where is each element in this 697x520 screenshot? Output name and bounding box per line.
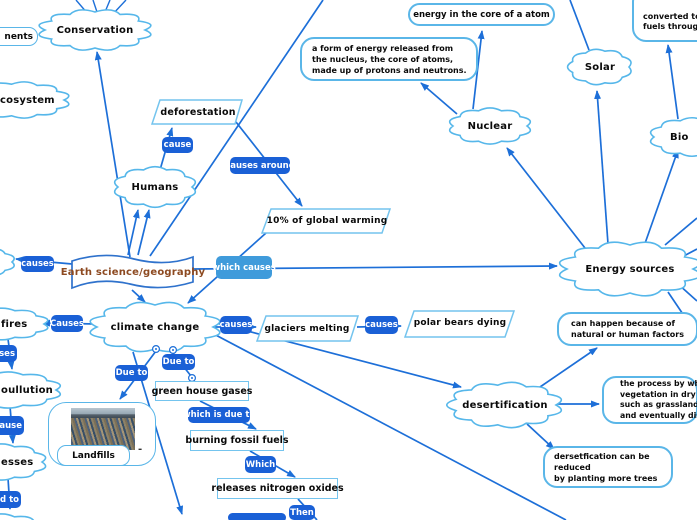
cloud-solar[interactable] xyxy=(566,48,632,86)
node-pollution[interactable]: oullution xyxy=(1,384,53,396)
edge-conservation-fan-2 xyxy=(92,0,98,13)
node-fires[interactable]: fires xyxy=(1,318,28,330)
node-shapes xyxy=(0,9,697,520)
shape-global-warming[interactable] xyxy=(260,208,392,234)
shape-polar-bears[interactable] xyxy=(403,310,516,338)
edge-label-lead-to[interactable]: ead to xyxy=(0,491,21,508)
node-releases-nitrogen-oxides[interactable]: releases nitrogen oxides xyxy=(211,478,344,499)
node-illnesses[interactable]: esses xyxy=(1,456,34,468)
node-left-fragment[interactable]: nents xyxy=(0,27,38,46)
edge-label-causes-polar[interactable]: causes xyxy=(365,316,398,334)
edge-label-causes-glaciers[interactable]: causes xyxy=(220,316,252,334)
node-green-house-gases[interactable]: green house gases xyxy=(152,381,252,401)
node-energy-sources[interactable]: Energy sources xyxy=(585,263,675,275)
cloud-ecosystem[interactable] xyxy=(0,81,70,119)
cloud-climate-change[interactable] xyxy=(89,301,221,353)
edge-label-which-is-due-to[interactable]: which is due to xyxy=(183,407,255,423)
node-desertification-process[interactable]: the process by wh vegetation in dry such… xyxy=(602,376,697,424)
edge-label-due-to-gases[interactable]: Due to xyxy=(162,354,195,370)
edge-central-climate xyxy=(131,289,146,303)
central-topic-label[interactable]: Earth science/geography xyxy=(60,266,206,278)
node-conservation[interactable]: Conservation xyxy=(56,24,134,36)
edge-label-causes-pollution[interactable]: uses xyxy=(0,345,17,362)
shape-central-topic[interactable] xyxy=(71,254,194,290)
edge-solar-offscreen xyxy=(569,0,590,51)
edge-climate-offscreen-br xyxy=(209,331,567,520)
node-climate-change[interactable]: climate change xyxy=(110,321,200,333)
edge-desert-factors xyxy=(539,347,598,388)
edge-label-bottom-fragment[interactable] xyxy=(228,513,286,520)
edge-biomass-converted xyxy=(665,44,679,120)
edge-central-humans-2 xyxy=(137,209,151,256)
edge-nuclear-definition xyxy=(420,82,458,115)
landfill-photo xyxy=(71,408,135,450)
node-atom-energy[interactable]: energy in the core of a atom xyxy=(408,3,555,26)
edge-desert-reduction xyxy=(526,423,555,450)
node-deforestation[interactable]: deforestation xyxy=(160,106,236,118)
node-converted-fuels[interactable]: converted to fuels through xyxy=(632,0,697,42)
cloud-energy-sources[interactable] xyxy=(558,241,697,297)
cloud-biomass[interactable] xyxy=(649,116,697,158)
node-humans[interactable]: Humans xyxy=(131,181,179,193)
edge-central-offscreen-top xyxy=(149,0,324,257)
edge-label-causes-fires[interactable]: Causes xyxy=(50,315,84,332)
edge-energy-nuclear xyxy=(506,147,586,249)
landfills-dash: - xyxy=(138,444,143,455)
node-solar[interactable]: Solar xyxy=(584,61,616,73)
cloud-bottom-left-fragment[interactable] xyxy=(0,513,46,520)
edge-energy-solar xyxy=(594,90,609,245)
cloud-nuclear[interactable] xyxy=(448,107,532,145)
cloud-humans[interactable] xyxy=(113,165,197,209)
node-nuclear-definition[interactable]: a form of energy released from the nucle… xyxy=(300,37,478,81)
edge-label-causes-around[interactable]: causes around xyxy=(225,157,295,174)
edge-central-conservation xyxy=(94,51,131,258)
edge-label-due-to-landfills[interactable]: Due to xyxy=(115,365,148,381)
node-polar-bears-dying[interactable]: polar bears dying xyxy=(413,318,507,328)
edge-energy-biomass xyxy=(642,149,679,250)
edge-label-causes-left[interactable]: causes xyxy=(21,256,54,272)
node-desertification[interactable]: desertification xyxy=(462,399,548,411)
node-burning-fossil-fuels[interactable]: burning fossil fuels xyxy=(185,430,289,451)
node-desertification-factors[interactable]: can happen because of natural or human f… xyxy=(557,312,697,346)
shape-glaciers-melting[interactable] xyxy=(255,315,360,342)
cloud-desertification[interactable] xyxy=(445,381,563,429)
edge-label-a-cause[interactable]: a cause xyxy=(0,416,24,435)
edge-label-then[interactable]: Then xyxy=(289,505,315,520)
cloud-conservation[interactable] xyxy=(38,9,152,51)
cloud-pollution[interactable] xyxy=(0,371,62,409)
shape-deforestation[interactable] xyxy=(150,99,243,125)
cloud-fires[interactable] xyxy=(0,307,49,341)
edge-energy-right-1 xyxy=(664,217,697,246)
node-glaciers-melting[interactable]: glaciers melting xyxy=(264,323,350,334)
node-landfills-label[interactable]: Landfills xyxy=(57,445,130,466)
node-biomass[interactable]: Bio xyxy=(670,131,689,143)
node-nuclear[interactable]: Nuclear xyxy=(467,120,513,132)
edge-label-cause[interactable]: cause xyxy=(162,137,193,153)
node-desertification-reduction[interactable]: dersetfication can be reduced by plantin… xyxy=(543,446,673,488)
edge-label-which[interactable]: Which xyxy=(245,456,276,473)
edge-central-humans-1 xyxy=(127,209,140,256)
cloud-left-fragment[interactable] xyxy=(0,248,15,277)
node-global-warming[interactable]: 10% of global warming xyxy=(266,216,388,226)
cloud-illnesses[interactable] xyxy=(0,443,47,481)
edge-climate-desertification xyxy=(212,321,462,389)
edge-label-which-causes[interactable]: which causes xyxy=(212,256,276,279)
node-ecosystem[interactable]: cosystem xyxy=(0,94,55,106)
